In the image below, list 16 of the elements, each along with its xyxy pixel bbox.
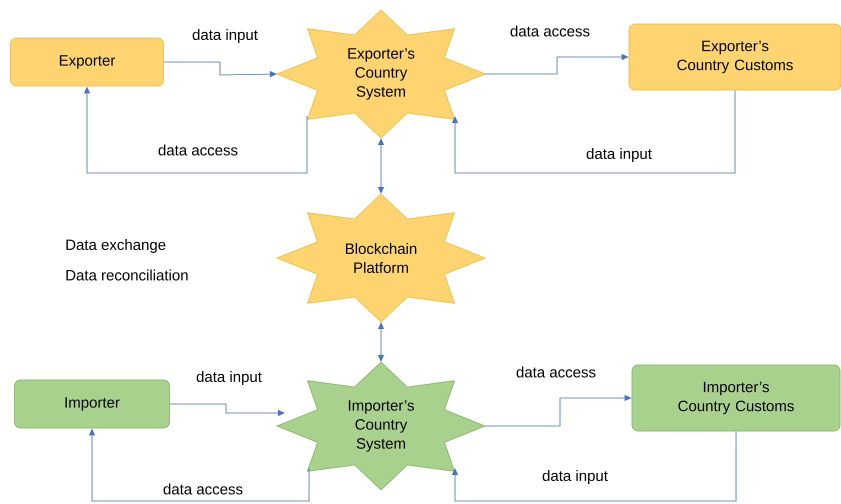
process-box: Exporter’s Country Customs	[628, 24, 841, 90]
process-box: Importer’s Country Customs	[632, 364, 840, 432]
note-text: Data reconciliation	[66, 270, 188, 280]
arrow	[452, 431, 736, 502]
arrow	[452, 90, 736, 174]
edge-label: data access	[508, 24, 592, 38]
edge-label: data access	[162, 482, 244, 496]
edge-label: data access	[514, 366, 598, 379]
note-text: Data exchange	[66, 239, 166, 253]
edge-label: data input	[541, 469, 609, 485]
process-box: Exporter	[10, 38, 164, 86]
edge-label: data access	[156, 144, 240, 157]
edge-label: data input	[195, 370, 263, 386]
process-box: Importer	[14, 380, 170, 428]
edge-label: data input	[191, 28, 259, 44]
edge-label: data input	[585, 147, 653, 163]
